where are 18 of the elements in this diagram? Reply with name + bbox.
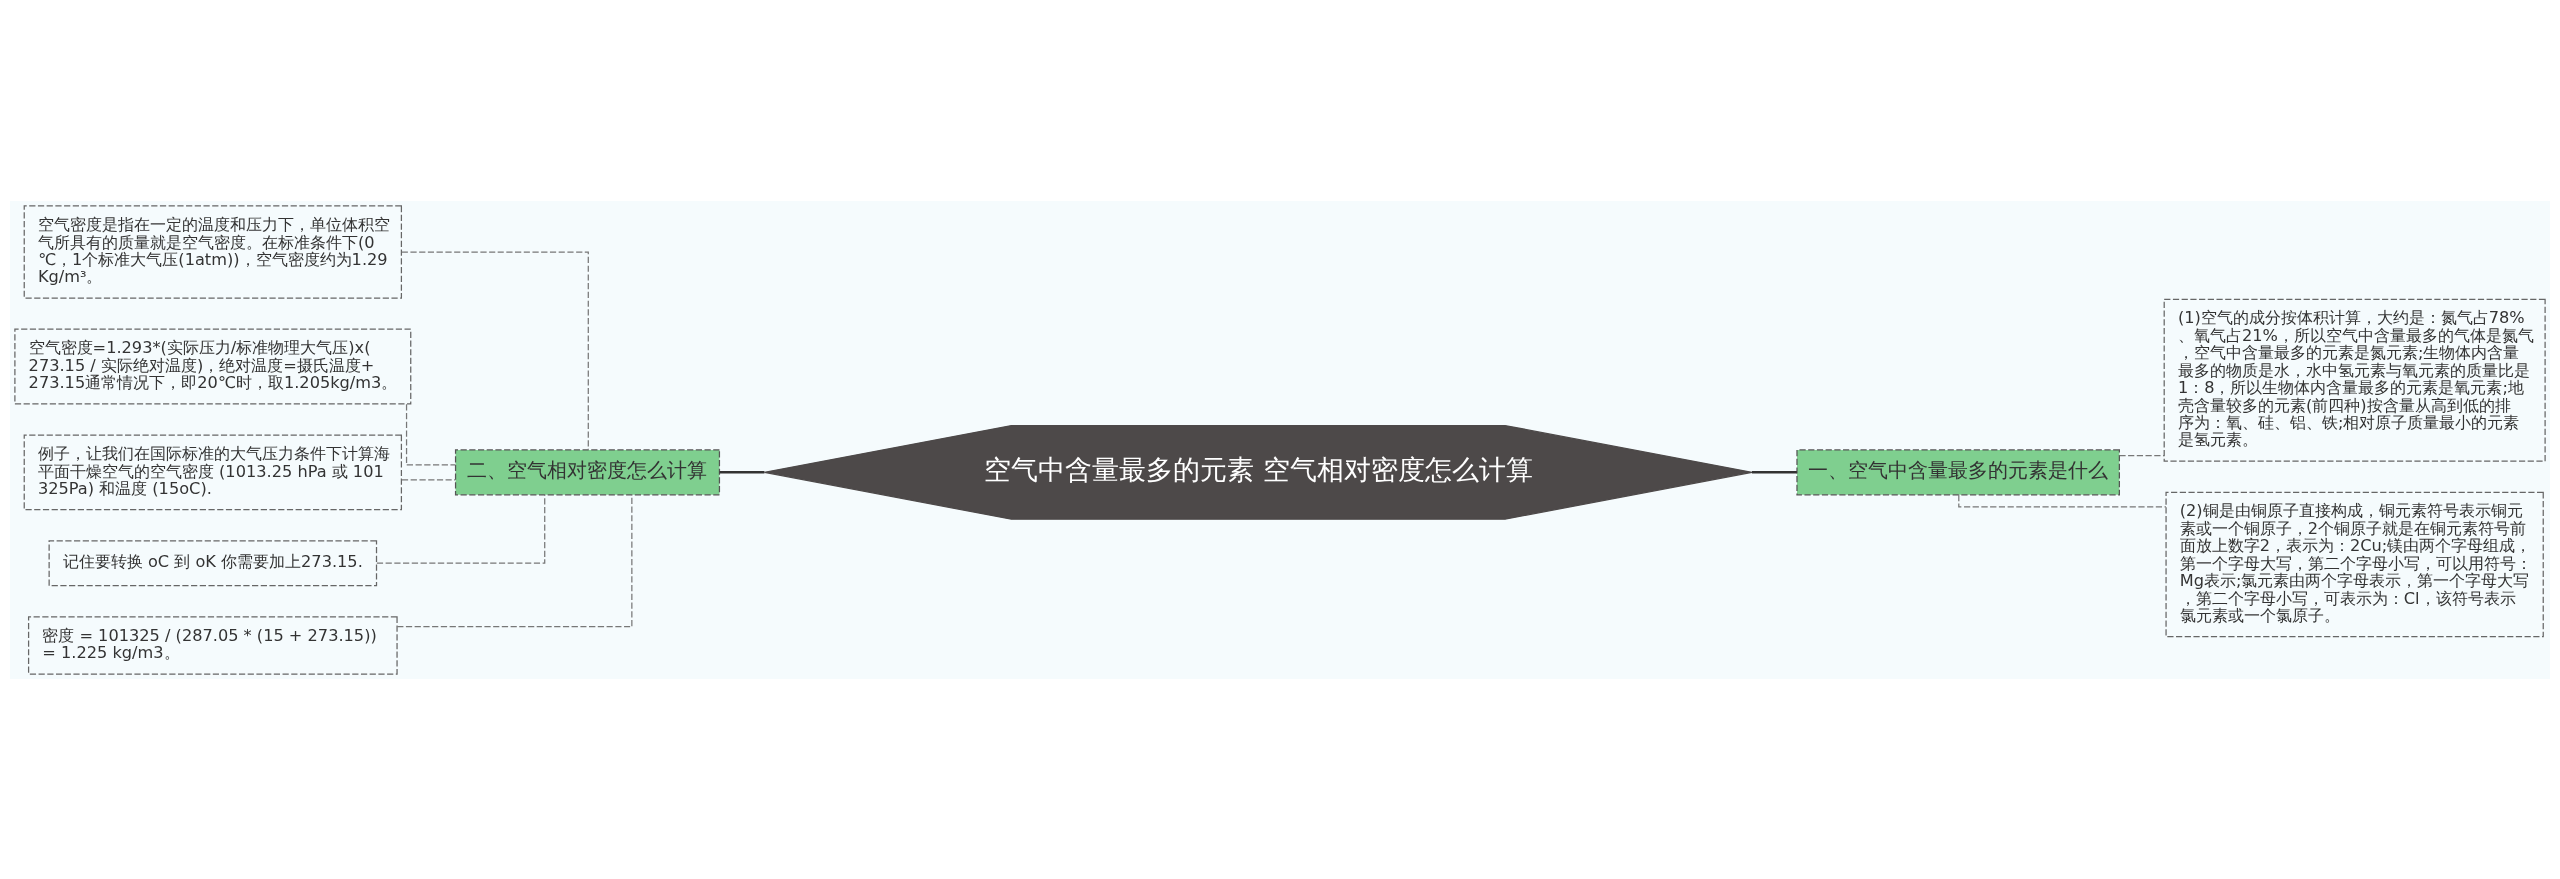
node-box: (1)空气的成分按体积计算，大约是：氮气占78%、氧气占21%，所以空气中含量最多的气体是氮气，空气中含量最多的元素是氮元素;生物体内含量最多的物质是水，水中氢元素与氧元素的质量比是1：8，所以生物体内含量最多的元素是氧元素;地壳含量较多的元素(前四种)按含量从高到低的排序为：氧、硅、铝、铁;相对原子质量最小的元素是氢元素。 (2163, 298, 2546, 462)
connector (396, 493, 633, 627)
node-box: 记住要转换 oC 到 oK 你需要加上273.15. (48, 539, 378, 586)
connector (405, 403, 457, 465)
connector (2118, 454, 2165, 456)
node-box: 二、空气相对密度怎么计算 (454, 448, 721, 495)
connector (401, 478, 456, 480)
connector (1958, 493, 2167, 508)
node-box: 空气密度是指在一定的温度和压力下，单位体积空气所具有的质量就是空气密度。在标准条件下(0℃，1个标准大气压(1atm))，空气密度约为1.29Kg/m³。 (23, 204, 403, 299)
node-box: 空气密度=1.293*(实际压力/标准物理大气压)x(273.15 / 实际绝对温度)，绝对温度=摄氏温度+273.15通常情况下，即20℃时，取1.205kg/m3。 (14, 328, 412, 404)
node-box: 例子，让我们在国际标准的大气压力条件下计算海平面干燥空气的空气密度 (1013.25 hPa 或 101325Pa) 和温度 (15oC). (23, 433, 403, 510)
connector (1751, 470, 1797, 474)
connector (376, 493, 546, 564)
node-box: 密度 = 101325 / (287.05 * (15 + 273.15)) = 1.225 kg/m3。 (27, 615, 398, 675)
connector (401, 250, 589, 450)
node-box: (2)铜是由铜原子直接构成，铜元素符号表示铜元素或一个铜原子，2个铜原子就是在铜元素符号前面放上数字2，表示为：2Cu;镁由两个字母组成，第一个字母大写，第二个字母小写，可以用符号：Mg表示;氯元素由两个字母表示，第一个字母大写，第二个字母小写，可表示为：Cl，该符号表示氯元素或一个氯原子。 (2165, 491, 2544, 637)
node-box: 一、空气中含量最多的元素是什么 (1796, 448, 2120, 495)
connector (719, 470, 765, 474)
